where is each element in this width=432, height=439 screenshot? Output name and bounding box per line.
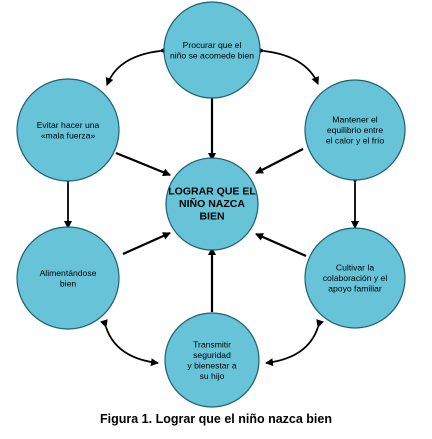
node-circle-upper-right: [304, 79, 406, 181]
node-circle-bottom: [164, 312, 260, 408]
node-upper-left: Evitar hacer una«mala fuerza»: [16, 78, 120, 182]
node-label-line: BIEN: [199, 211, 224, 223]
arrow-lower-right-to-center: [255, 232, 307, 258]
node-label-line: su hijo: [200, 371, 225, 381]
node-label-upper-left: Evitar hacer una«mala fuerza»: [37, 120, 100, 141]
node-circle-center: [165, 157, 259, 251]
spoke-arrows: [115, 95, 307, 312]
node-label-line: LOGRAR QUE EL: [168, 186, 256, 198]
node-label-line: Mantener el: [332, 115, 377, 125]
node-circle-top: [163, 1, 261, 99]
node-label-line: Alimentándose: [40, 268, 97, 278]
arrow-lower-left-bottom: [100, 319, 159, 367]
arrow-upper-left-to-center: [115, 151, 171, 177]
node-label-line: apoyo familiar: [328, 284, 382, 294]
node-label-line: Cultivar la: [336, 263, 374, 273]
arrow-lower-left-to-center: [122, 231, 171, 256]
node-label-line: el calor y el frío: [326, 136, 384, 146]
node-label-line: «mala fuerza»: [41, 130, 96, 140]
node-label-line: Evitar hacer una: [37, 120, 100, 130]
ring-arrows: [64, 46, 359, 367]
arrow-lower-right-bottom: [265, 319, 324, 367]
node-label-line: y bienestar a: [187, 360, 236, 370]
node-label-line: bien: [60, 278, 76, 288]
arrow-top-upper-left: [105, 46, 168, 86]
arrow-upper-right-to-center: [255, 148, 304, 174]
node-label-line: Procurar que el: [183, 40, 242, 50]
node-label-line: colaboración y el: [323, 273, 388, 283]
arrow-top-upper-right: [256, 46, 319, 85]
node-label-line: Transmitir: [193, 339, 231, 349]
node-label-line: niño se acomede bien: [170, 50, 254, 60]
node-circle-lower-left: [16, 226, 120, 330]
node-circle-upper-left: [16, 78, 120, 182]
node-circle-lower-right: [304, 227, 406, 329]
node-label-line: equilibrio entre: [327, 125, 384, 135]
node-label-line: NIÑO NAZCA: [179, 197, 245, 210]
figure-caption: Figura 1. Lograr que el niño nazca bien: [100, 412, 332, 426]
node-label-line: seguridad: [193, 350, 231, 360]
